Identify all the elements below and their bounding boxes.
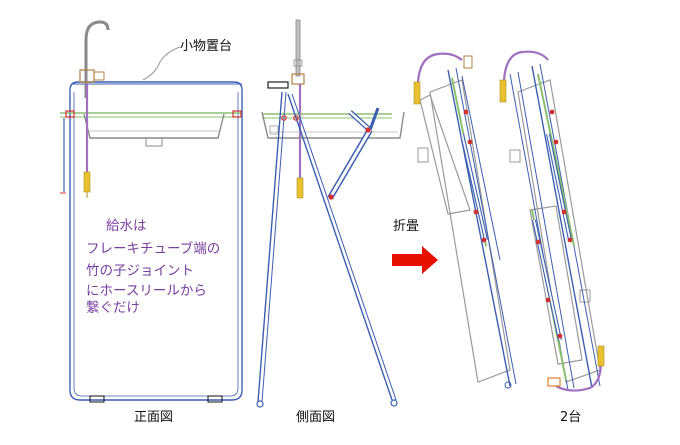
front-joint [83, 171, 91, 193]
note-line-1: 給水は [106, 218, 147, 234]
side-view [256, 19, 405, 408]
side-sink [261, 111, 405, 139]
folded-double-frame [531, 65, 593, 389]
folded-single [413, 52, 517, 389]
front-sink [83, 113, 225, 139]
shelf-label: 小物置台 [180, 39, 233, 54]
two-units-label: 2台 [560, 410, 582, 425]
note-line-4: にホースリールから [86, 283, 207, 299]
side-pin [365, 127, 371, 133]
front-faucet [84, 20, 110, 98]
fold-arrow [392, 246, 438, 274]
side-joint [296, 177, 304, 199]
fold-label: 折畳 [393, 219, 420, 234]
front-frame [69, 81, 243, 401]
front-view [60, 20, 243, 403]
note-line-3: 竹の子ジョイント [86, 263, 194, 279]
front-foot-left [89, 395, 105, 403]
front-view-label: 正面図 [134, 410, 174, 425]
side-shelf [267, 81, 289, 89]
note-line-5: 繋ぐだけ [86, 300, 140, 316]
note-line-2: フレーキチューブ端の [86, 241, 221, 257]
folded-joint [413, 81, 421, 105]
side-view-label: 側面図 [296, 410, 336, 425]
front-foot-right [207, 395, 223, 403]
side-leg-rear [287, 93, 393, 401]
side-leg-front [257, 91, 283, 403]
folded-double [499, 50, 605, 392]
front-pin [65, 110, 75, 118]
folded-frame [447, 69, 511, 387]
shelf-callout-line [142, 46, 181, 81]
